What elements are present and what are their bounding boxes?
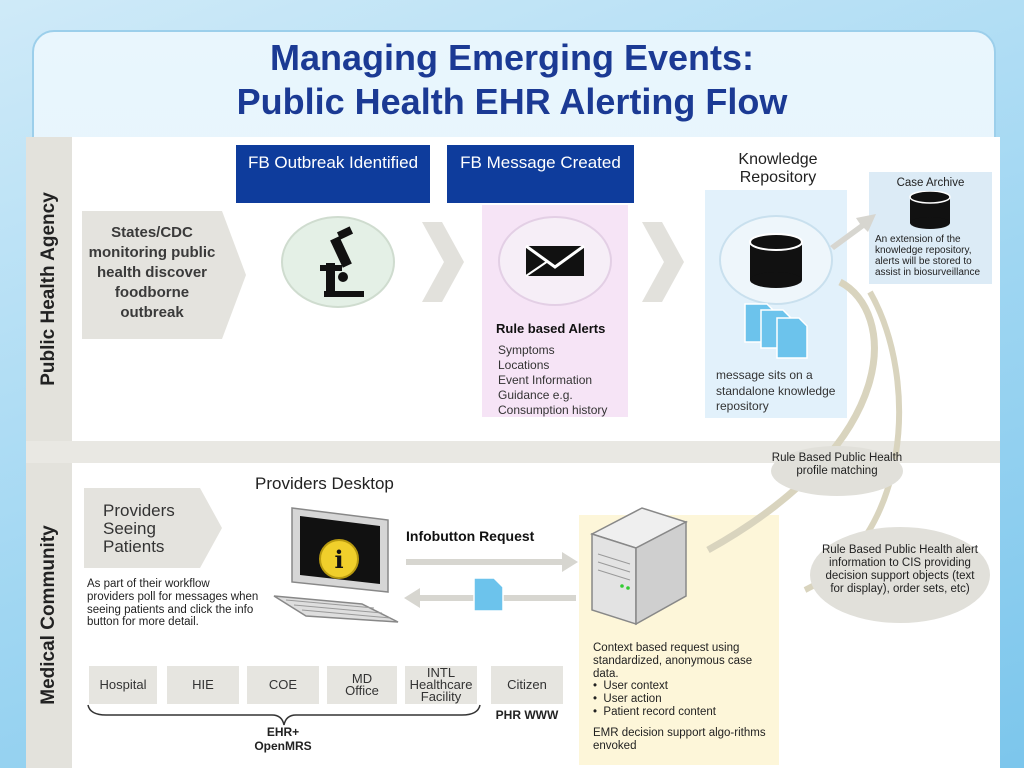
- org-intl-healthcare: INTL Healthcare Facility: [405, 666, 477, 704]
- medical-community-band-label: Medical Community: [38, 525, 59, 705]
- org-coe: COE: [247, 666, 319, 704]
- context-request-footer: EMR decision support algo-rithms envoked: [593, 726, 766, 752]
- document-stack-icon: [744, 303, 808, 359]
- context-bullet: • Patient record content: [593, 705, 716, 718]
- states-cdc-card: States/CDC monitoring public health disc…: [84, 223, 220, 323]
- profile-matching-oval: Rule Based Public Health profile matchin…: [771, 446, 903, 496]
- flow-chevron-2: [642, 222, 684, 302]
- rule-alerts-item: Consumption history: [498, 403, 608, 417]
- public-health-band: Public Health Agency: [26, 137, 72, 441]
- band-separator: [26, 441, 1000, 463]
- alert-info-oval: Rule Based Public Health alert informati…: [810, 527, 990, 623]
- case-archive-title: Case Archive: [896, 177, 965, 189]
- context-request-text: Context based request using standardized…: [593, 642, 777, 752]
- server-icon: [590, 507, 688, 626]
- fb-outbreak-box: FB Outbreak Identified: [236, 145, 430, 203]
- context-bullet: • User action: [593, 693, 662, 706]
- envelope-icon: [498, 216, 612, 306]
- archive-arrow: [830, 214, 876, 250]
- org-hie: HIE: [167, 666, 239, 704]
- ehr-openmrs-label: EHR+ OpenMRS: [254, 725, 312, 753]
- repository-note: message sits on a standalone knowledge r…: [716, 368, 836, 413]
- medical-community-band: Medical Community: [26, 463, 72, 768]
- info-icon: i: [319, 539, 359, 579]
- context-request-intro: Context based request using standardized…: [593, 642, 753, 680]
- svg-text:i: i: [334, 545, 343, 574]
- org-citizen: Citizen: [491, 666, 563, 704]
- rule-alerts-list: Symptoms Locations Event Information Gui…: [498, 343, 607, 418]
- rule-alerts-title: Rule based Alerts: [496, 321, 606, 336]
- rule-alerts-item: Symptoms: [498, 343, 555, 357]
- database-icon: [719, 215, 833, 305]
- infobutton-request-label: Infobutton Request: [406, 528, 535, 544]
- rule-alerts-item: Event Information: [498, 373, 593, 387]
- providers-seeing-patients: Providers Seeing Patients: [103, 501, 175, 556]
- context-request-bullets: • User context • User action • Patient r…: [593, 680, 777, 718]
- org-hospital: Hospital: [89, 666, 157, 704]
- document-icon: [473, 577, 504, 612]
- ehr-brace: [87, 704, 481, 726]
- rule-alerts-item: Guidance e.g.: [498, 388, 573, 402]
- workflow-note: As part of their workflow providers poll…: [87, 578, 259, 629]
- slide-title-line-2: Public Health EHR Alerting Flow: [236, 81, 788, 122]
- knowledge-repository-title: Knowledge Repository: [738, 151, 818, 186]
- providers-card-chevron: [84, 488, 222, 568]
- case-archive-note: An extension of the knowledge repository…: [875, 234, 981, 278]
- microscope-icon: [281, 216, 395, 308]
- public-health-band-label: Public Health Agency: [38, 192, 59, 386]
- slide-title-line-1: Managing Emerging Events:: [269, 37, 755, 78]
- fb-message-box: FB Message Created: [447, 145, 634, 203]
- context-bullet: • User context: [593, 680, 668, 693]
- flow-chevron-1: [422, 222, 464, 302]
- providers-desktop-title: Providers Desktop: [255, 474, 394, 493]
- org-md-office: MD Office: [327, 666, 397, 704]
- archive-database-icon: [909, 191, 951, 229]
- phr-www-label: PHR WWW: [495, 708, 559, 722]
- rule-alerts-item: Locations: [498, 358, 550, 372]
